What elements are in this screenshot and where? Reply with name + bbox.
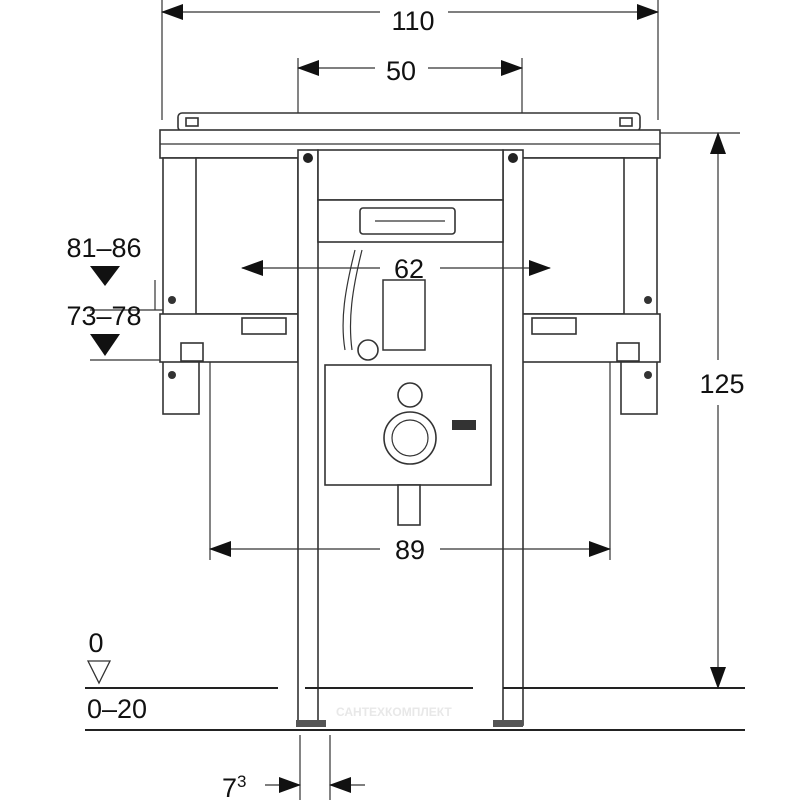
dimension-lines — [86, 3, 726, 793]
dim-floor-level: 0 — [88, 628, 103, 658]
dim-lower-bracket-spacing: 89 — [395, 535, 425, 565]
dim-floor-adjust-range: 0–20 — [87, 694, 147, 724]
dim-bracket-spacing: 62 — [394, 254, 424, 284]
floor-lines — [85, 687, 745, 731]
dim-overall-width: 110 — [391, 6, 434, 36]
dim-foot-width: 73 — [222, 772, 247, 800]
dim-upper-height-range: 81–86 — [66, 233, 141, 263]
dim-lower-height-range: 73–78 — [66, 301, 141, 331]
dim-post-spacing: 50 — [386, 56, 416, 86]
frame-structure — [159, 112, 661, 727]
dim-height: 125 — [699, 369, 744, 399]
watermark-text: САНТЕХКОМПЛЕКТ — [336, 705, 452, 719]
dim-foot-width-sup: 3 — [237, 772, 246, 791]
dim-foot-width-base: 7 — [222, 773, 237, 800]
